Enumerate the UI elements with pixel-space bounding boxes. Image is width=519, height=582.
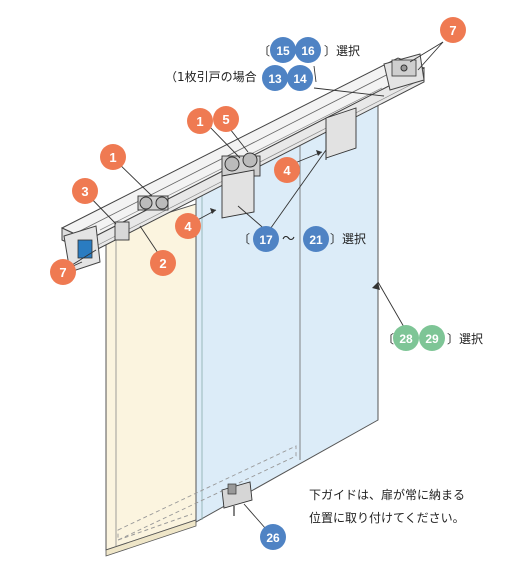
callout-2: 2 [150,250,176,276]
bottom-floor-guide [221,481,253,516]
svg-text:7: 7 [59,265,66,280]
bracket-open-17-21: 〔 [238,232,250,246]
callout-5: 5 [213,106,239,132]
callout-16: 16 [295,37,321,63]
leader-arrowheads [210,150,380,290]
left-panel-guide-groove [117,513,193,541]
callout-21: 21 [303,226,329,252]
select-label-28-29: 〕選択 [447,332,483,346]
svg-text:17: 17 [259,233,273,247]
rail-end-cap-slot [77,239,93,259]
svg-text:7: 7 [449,23,456,38]
range-tilde: 〜 [282,232,295,247]
left-door-hanger-roller [114,195,169,241]
select-label-17-21: 〕選択 [330,232,366,246]
glass-door-hanger-roller [221,152,261,219]
svg-text:2: 2 [159,256,166,271]
callout-7-left: 7 [50,259,76,285]
callout-4-right: 4 [274,157,300,183]
top-rail-channel-line-1 [73,62,411,235]
svg-text:26: 26 [266,531,280,545]
callout-1-center: 1 [187,108,213,134]
svg-text:4: 4 [283,163,291,178]
svg-text:1: 1 [109,150,116,165]
left-door-bottom-edge [105,519,197,557]
single-door-note: （1枚引戸の場合 [165,69,257,84]
select-label-15-16: 〕選択 [324,44,360,58]
glass-door-hidden-guide [117,445,297,541]
callout-15: 15 [270,37,296,63]
callout-4-left: 4 [175,213,201,239]
callout-7-top: 7 [440,17,466,43]
svg-text:15: 15 [276,44,290,58]
svg-text:29: 29 [425,332,439,346]
svg-text:1: 1 [196,114,203,129]
svg-text:14: 14 [293,72,307,86]
callout-28: 28 [393,325,419,351]
callout-26: 26 [260,524,286,550]
callout-13: 13 [262,65,288,91]
svg-text:28: 28 [399,332,413,346]
svg-text:4: 4 [184,219,192,234]
svg-text:5: 5 [222,112,229,127]
bracket-open-15-16: 〔 [258,44,270,58]
svg-text:13: 13 [268,72,282,86]
callout-14: 14 [287,65,313,91]
callout-1-left: 1 [100,144,126,170]
svg-text:21: 21 [309,233,323,247]
bracket-open-28-29: 〔 [382,332,394,346]
glass-door-hanger-roller-right [325,107,357,160]
callout-29: 29 [419,325,445,351]
bottom-guide-note-line-1: 下ガイドは、扉が常に納まる [309,487,465,502]
svg-text:3: 3 [81,184,88,199]
callout-3: 3 [72,178,98,204]
svg-text:16: 16 [301,44,315,58]
bottom-guide-note-line-2: 位置に取り付けてください。 [309,510,465,525]
rail-end-screw-right [400,64,408,72]
callout-17: 17 [253,226,279,252]
left-door-panel [105,203,197,551]
